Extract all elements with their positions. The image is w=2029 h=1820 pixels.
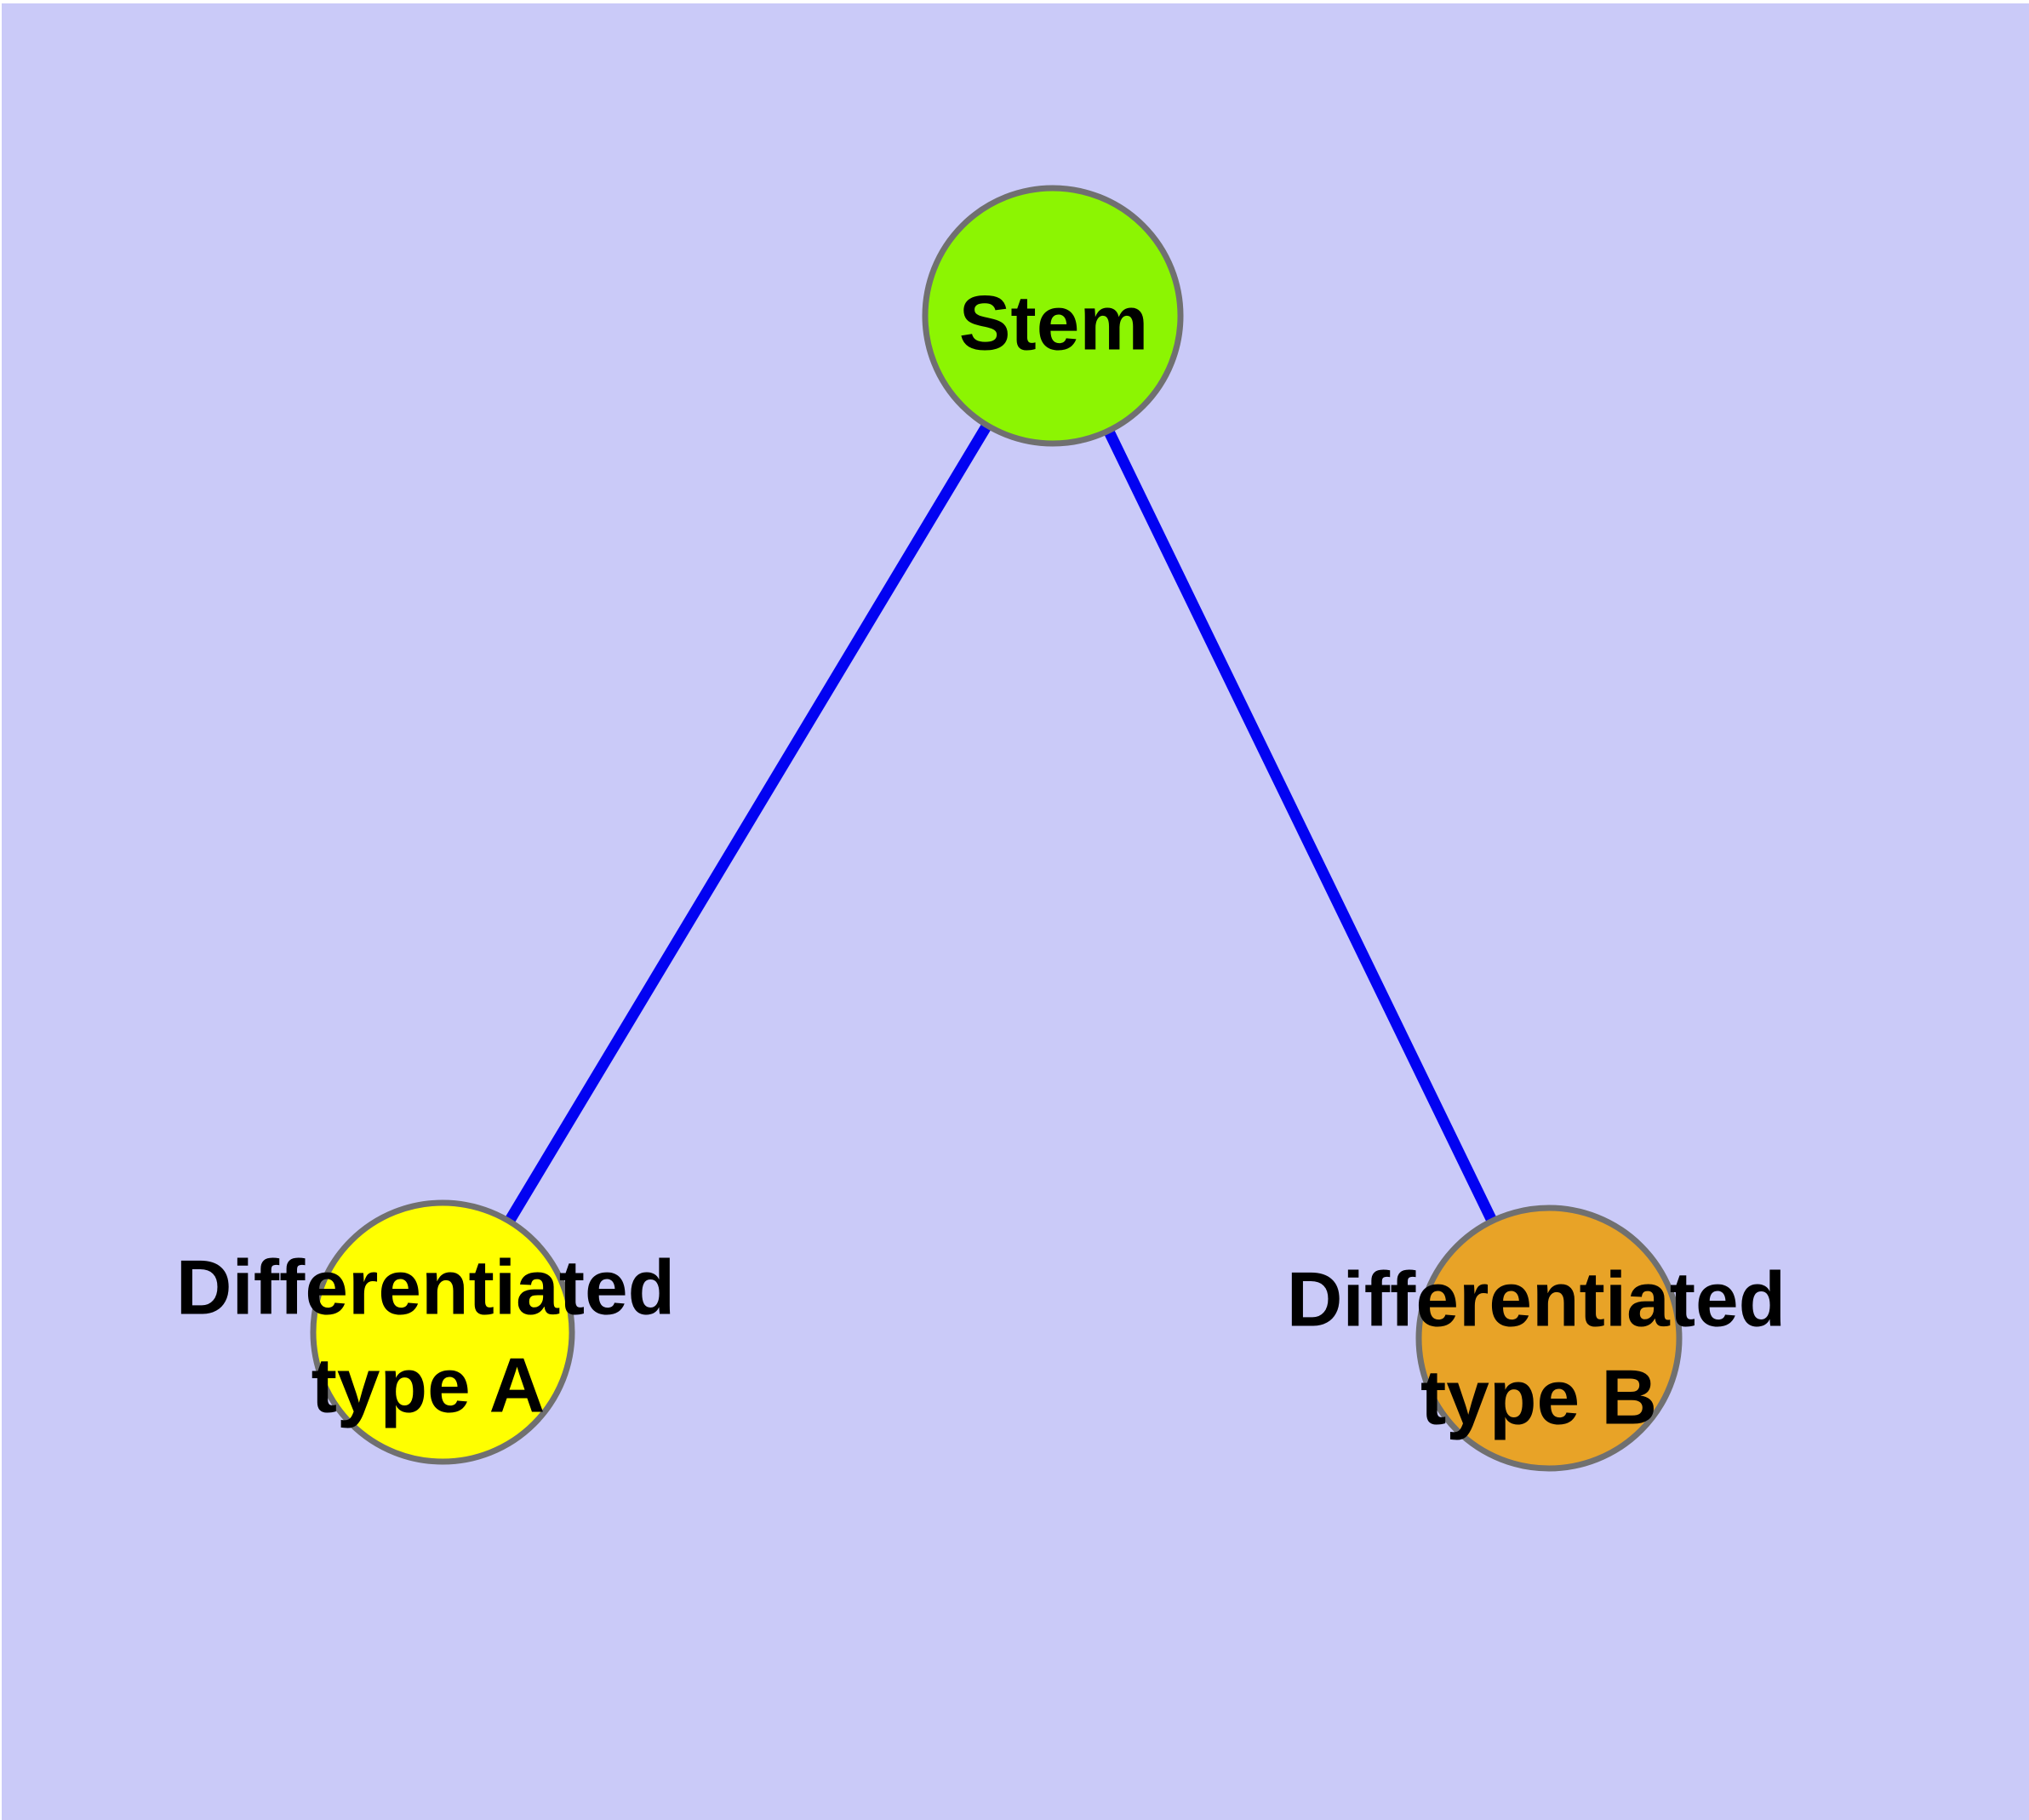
node-type-b-circle <box>1415 1205 1683 1472</box>
edge-stem-to-type-b <box>1048 313 1554 1341</box>
node-type-b-label-line1: Differentiated <box>1287 1257 1786 1343</box>
node-type-b-label-line2: type B <box>1420 1355 1657 1441</box>
node-type-a-label-line2: type A <box>311 1343 546 1429</box>
node-stem-circle <box>922 185 1184 447</box>
edge-stem-to-type-a <box>437 312 1058 1336</box>
node-stem-label: Stem <box>959 281 1149 367</box>
node-type-a-label-line1: Differentiated <box>176 1245 676 1331</box>
node-type-a-circle <box>310 1199 575 1465</box>
